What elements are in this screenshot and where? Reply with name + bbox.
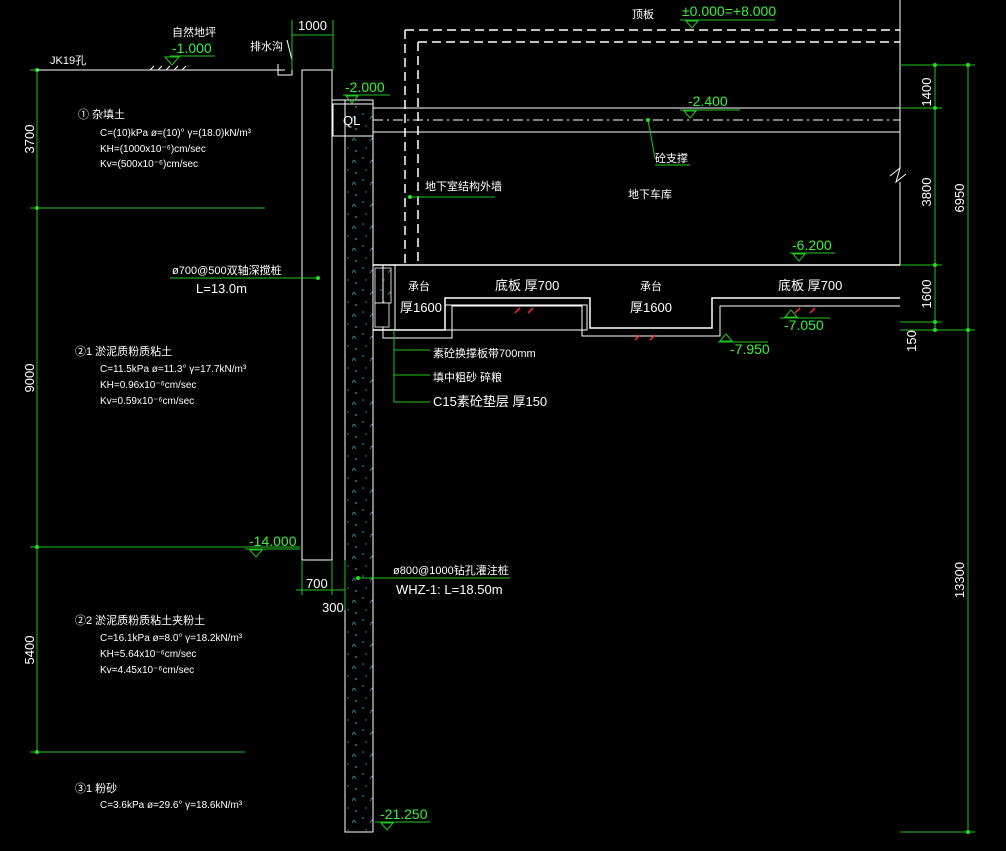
elev-7950: -7.950 — [730, 341, 770, 357]
garage-label: 地下车库 — [628, 187, 672, 201]
floor-mid-label: 底板 厚700 — [495, 278, 559, 293]
natural-ground-label: 自然地坪 — [172, 25, 216, 39]
left-dimension-chain: 3700 9000 5400 — [22, 68, 44, 754]
dim-right-13300: 13300 — [952, 562, 967, 598]
layer-1-id: ① 杂填土 — [78, 107, 125, 121]
pile-800-spec: ø800@1000钻孔灌注桩 — [393, 563, 509, 577]
layer-2-1-line2: KH=0.96x10⁻⁶cm/sec — [100, 380, 196, 391]
layer-2-2-line1: C=16.1kPa ø=8.0° γ=18.2kN/m³ — [100, 633, 243, 644]
brace-label: 砼支撑 — [655, 151, 688, 165]
layer-2-2-id: ②2 淤泥质粉质粘土夹粉土 — [75, 613, 205, 627]
cap-left-thickness: 厚1600 — [400, 300, 442, 315]
elev-21250: -21.250 — [380, 806, 428, 822]
dim-wall-300: 300 — [322, 600, 344, 615]
dim-right-150: 150 — [904, 330, 919, 352]
soil-layer-2-1: ②1 淤泥质粉质粘土 C=11.5kPa ø=11.3° γ=17.7kN/m³… — [75, 344, 247, 407]
right-dimension-chain: 1400 3800 1600 150 6950 13300 — [900, 63, 975, 834]
ql-label: QL — [343, 113, 360, 128]
mixing-pile-wall — [301, 69, 333, 561]
layer-2-1-line1: C=11.5kPa ø=11.3° γ=17.7kN/m³ — [100, 364, 247, 375]
layer-2-2-line2: KH=5.64x10⁻⁶cm/sec — [100, 649, 196, 660]
dim-right-1600: 1600 — [919, 280, 934, 309]
wall-dims: 700 300 — [296, 560, 346, 615]
dim-left-5400: 5400 — [22, 636, 37, 665]
elev-marker-icon — [163, 56, 181, 66]
bored-pile — [332, 99, 374, 833]
crown-beam: QL -2.000 — [332, 79, 390, 137]
dim-right-1400: 1400 — [919, 78, 934, 107]
ql-elev: -2.000 — [345, 79, 385, 95]
soil-layer-3-1: ③1 粉砂 C=3.6kPa ø=29.6° γ=18.6kN/m³ — [75, 782, 243, 811]
cap-right-thickness: 厚1600 — [630, 300, 672, 315]
pile-800-length: WHZ-1: L=18.50m — [396, 582, 503, 597]
floor-right-label: 底板 厚700 — [778, 278, 842, 293]
fill-note: 填中粗砂 碎粮 — [433, 370, 502, 384]
beam-elev: -2.400 — [688, 93, 728, 109]
dim-right-3800: 3800 — [919, 178, 934, 207]
elev-21250-marker: -21.250 — [375, 806, 430, 831]
borehole-label: JK19孔 — [50, 54, 86, 67]
soil-layer-1: ① 杂填土 C=(10)kPa ø=(10)° γ=(18.0)kN/m³ KH… — [78, 107, 252, 170]
mixing-pile-callout: ø700@500双轴深搅桩 L=13.0m — [170, 263, 320, 296]
slab-elev: -6.200 — [792, 237, 832, 253]
dim-top-1000: 1000 — [298, 18, 327, 33]
top-slab-label: 顶板 — [632, 7, 654, 21]
elev-7050: -7.050 — [784, 317, 824, 333]
base-detail-notes: 素砼换撑板带700mm 填中粗砂 碎粮 C15素砼垫层 厚150 — [393, 330, 547, 409]
bored-pile-callout: ø800@1000钻孔灌注桩 WHZ-1: L=18.50m — [356, 563, 510, 597]
layer-2-2-line3: Kv=4.45x10⁻⁶cm/sec — [100, 665, 194, 676]
layer-3-1-id: ③1 粉砂 — [75, 782, 117, 795]
layer-1-line3: Kv=(500x10⁻⁶)cm/sec — [100, 159, 198, 170]
dim-left-9000: 9000 — [22, 364, 37, 393]
pile-700-length: L=13.0m — [196, 281, 247, 296]
cushion-note: C15素砼垫层 厚150 — [433, 394, 547, 409]
top-dim-1000: 1000 — [291, 18, 334, 70]
cap-left-label: 承台 — [408, 279, 430, 293]
layer-2-1-line3: Kv=0.59x10⁻⁶cm/sec — [100, 396, 194, 407]
band-note: 素砼换撑板带700mm — [433, 346, 536, 360]
layer-3-1-line1: C=3.6kPa ø=29.6° γ=18.6kN/m³ — [100, 800, 243, 811]
soil-layer-2-2: ②2 淤泥质粉质粘土夹粉土 C=16.1kPa ø=8.0° γ=18.2kN/… — [75, 613, 243, 676]
elev-14000-marker: -14.000 — [245, 533, 300, 558]
elev-14000: -14.000 — [249, 533, 297, 549]
drain-ditch-label: 排水沟 — [250, 39, 283, 53]
pile-700-spec: ø700@500双轴深搅桩 — [172, 263, 282, 277]
layer-1-line1: C=(10)kPa ø=(10)° γ=(18.0)kN/m³ — [100, 128, 252, 139]
top-slab-elev: ±0.000=+8.000 — [682, 3, 776, 19]
dim-wall-700: 700 — [306, 576, 328, 591]
layer-1-line2: KH=(1000x10⁻⁶)cm/sec — [100, 144, 206, 155]
ground-surface: JK19孔 自然地坪 -1.000 排水沟 — [37, 25, 293, 76]
layer-2-1-id: ②1 淤泥质粉质粘土 — [75, 344, 172, 358]
ground-elev: -1.000 — [172, 40, 212, 56]
basement-structure: 顶板 ±0.000=+8.000 -2.400 砼支撑 地下室结构外墙 地下车库… — [373, 0, 907, 357]
cap-right-label: 承台 — [640, 279, 662, 293]
dim-left-3700: 3700 — [22, 125, 37, 154]
dim-right-6950: 6950 — [952, 184, 967, 213]
wall-label: 地下室结构外墙 — [425, 179, 502, 193]
